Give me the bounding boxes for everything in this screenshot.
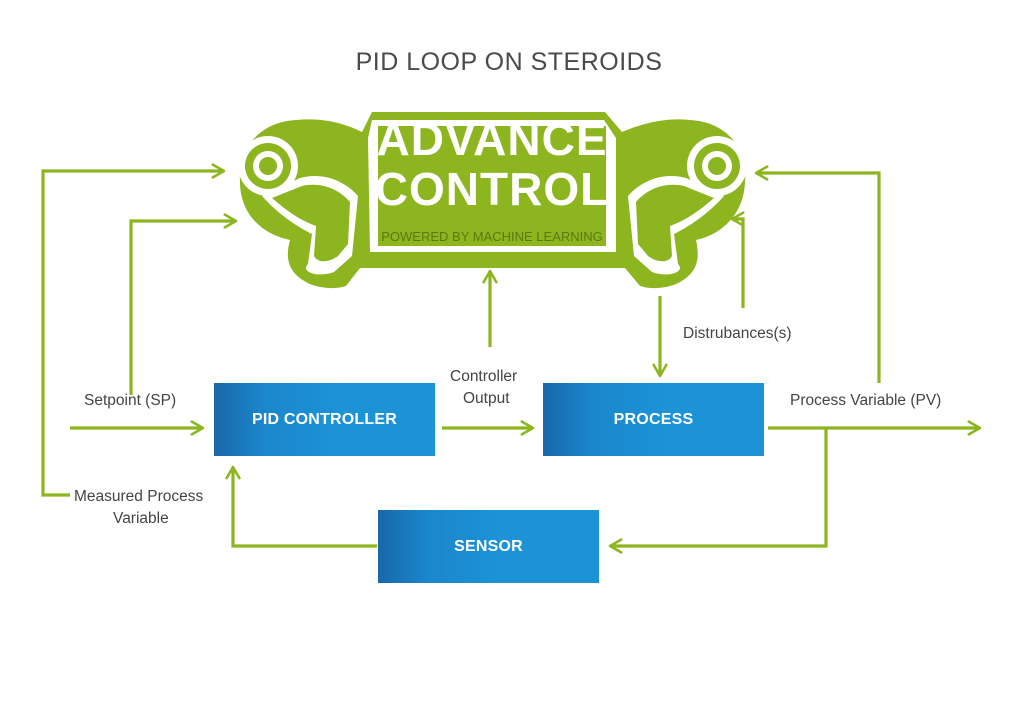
controller-output-label-1: Controller <box>450 368 518 385</box>
arrow-pv-to-sensor <box>608 428 828 554</box>
advance-control-logo <box>238 112 747 289</box>
sensor-label: SENSOR <box>454 537 523 555</box>
logo-banner <box>378 126 606 246</box>
setpoint-label: Setpoint (SP) <box>84 392 177 409</box>
arrow-sensor-feedback <box>225 465 377 548</box>
arrow-disturbances-to-logo <box>730 211 745 308</box>
right-dumbbell-icon <box>687 136 747 196</box>
page-title: PID LOOP ON STEROIDS <box>355 48 663 76</box>
logo-line1: ADVANCE <box>376 113 608 165</box>
measured-pv-label-1: Measured Process <box>74 488 204 505</box>
left-arm-muscle <box>272 184 350 262</box>
measured-pv-label-2: Variable <box>113 510 169 527</box>
left-dumbbell-icon <box>238 136 298 196</box>
right-arm-muscle <box>636 184 714 262</box>
arrow-setpoint-to-logo <box>129 213 238 395</box>
process-block: PROCESS <box>543 383 764 456</box>
arrow-measured-to-logo <box>41 163 226 497</box>
arrow-pv-to-logo <box>754 165 881 383</box>
pid-controller-label: PID CONTROLLER <box>251 410 398 428</box>
controller-output-label-2: Output <box>463 390 510 407</box>
process-variable-label: Process Variable (PV) <box>790 392 942 409</box>
disturbances-label: Distrubances(s) <box>683 325 792 342</box>
logo-tagline: POWERED BY MACHINE LEARNING <box>381 229 603 244</box>
logo-line2: CONTROL <box>374 163 610 215</box>
sensor-block: SENSOR <box>378 510 599 583</box>
process-label: PROCESS <box>613 410 694 428</box>
pid-controller-block: PID CONTROLLER <box>214 383 435 456</box>
